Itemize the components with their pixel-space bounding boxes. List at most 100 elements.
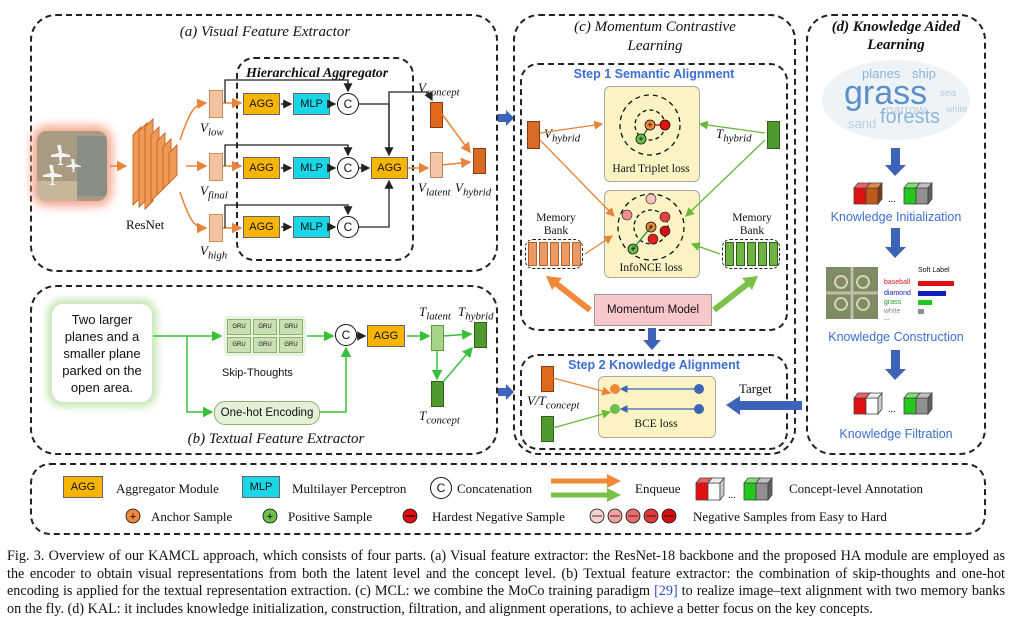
svg-text:+: + (647, 120, 652, 130)
concept-vector-filtered: ... (852, 390, 942, 416)
concat-text: C (335, 324, 357, 346)
v-concept-label: Vconcept (418, 80, 460, 99)
memory-bank-visual-label: Memory Bank (536, 212, 576, 237)
bce-loss-label: BCE loss (634, 418, 678, 430)
v-final-feature (209, 153, 223, 181)
v-low-label: Vlow (200, 120, 224, 139)
legend-agg-desc: Aggregator Module (116, 481, 219, 496)
infonce-loss-label: InfoNCE loss (619, 262, 683, 274)
memory-bank-text-label: Memory Bank (732, 212, 772, 237)
legend-sample-markers: + + (125, 508, 677, 524)
panel-c-title-line1: (c) Momentum Contrastive (574, 19, 736, 35)
svg-text:+: + (648, 222, 653, 232)
svg-text:...: ... (728, 490, 736, 501)
word-cloud-word: white (946, 104, 968, 114)
v-high-label: Vhigh (200, 243, 228, 262)
soft-label-bar (918, 291, 946, 296)
panel-a-arrows (110, 79, 472, 234)
momentum-contrastive-learning-panel (513, 14, 796, 455)
gru-cell: GRU (279, 319, 303, 335)
soft-label-title: Soft Label (918, 267, 950, 274)
v-hybrid-label: Vhybrid (455, 180, 492, 199)
panel-d-title-line1: (d) Knowledge Aided (831, 19, 961, 35)
memory-bank-slot (724, 242, 734, 266)
panel-c-title-line2: Learning (627, 38, 683, 54)
gru-cell: GRU (279, 337, 303, 353)
infonce-loss-box: + + (604, 190, 700, 278)
legend-negatives-desc: Negative Samples from Easy to Hard (693, 509, 887, 524)
svg-text:+: + (267, 511, 273, 523)
gru-cell: GRU (253, 337, 277, 353)
memory-bank-visual (525, 239, 583, 269)
knowledge-aided-learning-panel (806, 14, 986, 455)
legend-concept-annotation-desc: Concept-level Annotation (789, 481, 923, 496)
legend-mlp-swatch: MLP (242, 476, 280, 498)
concept-word-cloud: planes ship grass forests narrow sand se… (822, 60, 970, 140)
panel-d-arrows (885, 148, 906, 380)
word-cloud-word: narrow (886, 102, 926, 117)
hard-triplet-loss-box: + + (604, 86, 700, 182)
memory-bank-slot (571, 242, 581, 266)
v-latent-label: Vlatent (418, 180, 451, 199)
one-hot-encoding-box: One-hot Encoding (214, 401, 320, 425)
caption-text-part2: to realize image–text alignment with two… (7, 583, 1005, 617)
memory-bank-slot (538, 242, 548, 266)
resnet-backbone (127, 105, 187, 215)
legend-concat-desc: Concatenation (457, 481, 533, 496)
bce-loss-box (598, 376, 716, 438)
memory-bank-slot (757, 242, 767, 266)
knowledge-filtration-label: Knowledge Filtration (839, 427, 953, 441)
skip-thoughts-grid: GRU GRU GRU GRU GRU GRU (224, 316, 306, 356)
momentum-model-box: Momentum Model (594, 294, 712, 326)
svg-text:...: ... (888, 404, 896, 415)
svg-text:+: + (638, 134, 643, 144)
t-concept-label: Tconcept (419, 408, 460, 427)
v-hybrid-feature (473, 148, 486, 174)
legend-enqueue-arrows (551, 474, 621, 502)
panel-b-title: (b) Textual Feature Extractor (187, 431, 365, 447)
legend-mlp-desc: Multilayer Perceptron (292, 481, 407, 496)
caption-reference-link[interactable]: [29] (654, 583, 678, 599)
agg-module-text: AGG (367, 325, 405, 347)
memory-bank-slot (746, 242, 756, 266)
svg-text:+: + (130, 511, 136, 523)
construction-image (826, 267, 878, 319)
memory-bank-slot (560, 242, 570, 266)
knowledge-construction-label: Knowledge Construction (828, 330, 964, 344)
legend-anchor-desc: Anchor Sample (151, 509, 233, 524)
hierarchical-aggregator-title: Hierarchical Aggregator (246, 66, 389, 81)
step1-title: Step 1 Semantic Alignment (573, 67, 735, 81)
v-hybrid-input (527, 121, 540, 149)
panel-b-arrows (153, 329, 473, 418)
soft-label-item: grass (884, 299, 902, 306)
text-input-box: Two larger planes and a smaller plane pa… (51, 303, 153, 403)
remote-sensing-image (37, 131, 107, 201)
hard-triplet-loss-label: Hard Triplet loss (612, 163, 690, 175)
soft-label-item: baseball (884, 279, 911, 286)
legend-concat-symbol: C (430, 477, 452, 499)
concat-high: C (337, 216, 359, 238)
agg-module-final: AGG (243, 157, 280, 179)
mlp-module-high: MLP (293, 216, 330, 238)
panel-a-title: (a) Visual Feature Extractor (179, 24, 351, 40)
memory-bank-text (722, 239, 780, 269)
soft-label-item: ... (884, 315, 890, 322)
v-concept-input (541, 366, 554, 392)
knowledge-initialization-label: Knowledge Initialization (830, 210, 962, 224)
step2-title: Step 2 Knowledge Alignment (568, 358, 740, 372)
panel-c-arrows (498, 110, 802, 429)
word-cloud-word: sand (848, 116, 877, 131)
t-latent-feature (431, 325, 444, 351)
concat-final: C (337, 157, 359, 179)
textual-feature-extractor-panel (30, 285, 498, 455)
memory-bank-slot (549, 242, 559, 266)
svg-text:...: ... (888, 194, 896, 205)
concept-vector-init: ... (852, 180, 942, 206)
soft-label-bar (918, 300, 932, 305)
vt-concept-label: V/Tconcept (527, 393, 580, 412)
caption-text-part1: Fig. 3. Overview of our KAMCL approach, … (7, 548, 1005, 599)
hierarchical-aggregator-panel (236, 57, 414, 261)
gru-cell: GRU (227, 337, 251, 353)
v-hybrid-input-label: Vhybrid (544, 126, 581, 145)
t-hybrid-label: Thybrid (458, 304, 494, 323)
